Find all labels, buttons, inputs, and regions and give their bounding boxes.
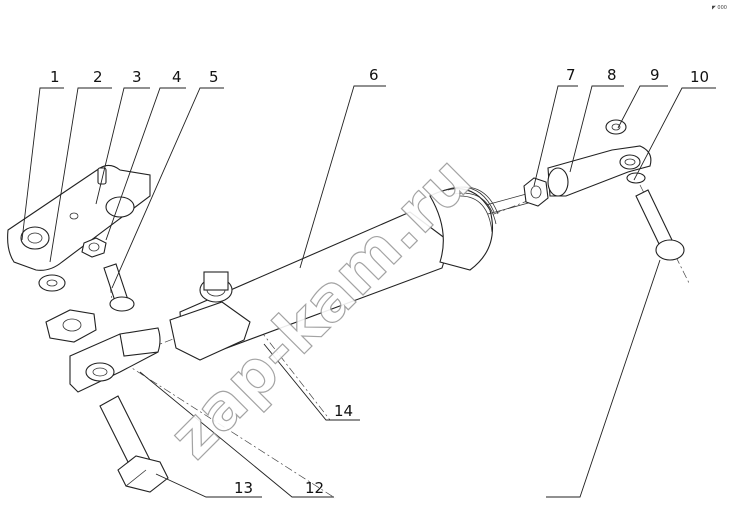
callout-12: 12: [305, 479, 324, 497]
callout-8: 8: [607, 66, 617, 84]
callout-2: 2: [93, 68, 103, 86]
callout-4: 4: [172, 68, 182, 86]
callout-5: 5: [209, 68, 219, 86]
part-13-bolt: [99, 395, 169, 493]
callout-1: 1: [50, 68, 60, 86]
callout-labels: 1 2 3 4 5 6 7 8 9 10 14 13 12: [50, 66, 709, 497]
callout-6: 6: [369, 66, 379, 84]
part-9-clip: [605, 119, 627, 135]
callout-7: 7: [566, 66, 576, 84]
part-1-bracket: [7, 164, 151, 292]
part-8-rod-end: [547, 145, 652, 197]
callout-leaders: [21, 85, 716, 498]
part-nut-lower: [45, 309, 97, 343]
part-10-pin: [626, 172, 685, 261]
part-7-nut: [523, 177, 549, 207]
callout-10: 10: [690, 68, 709, 86]
callout-14: 14: [334, 402, 353, 420]
part-fork-end: [69, 327, 161, 393]
callout-13: 13: [234, 479, 253, 497]
corner-mark: ◤ 000: [712, 5, 727, 11]
part-6-cylinder: [169, 186, 533, 361]
callout-9: 9: [650, 66, 660, 84]
part-4-nut: [81, 237, 107, 258]
callout-3: 3: [132, 68, 142, 86]
part-3-pin: [97, 167, 107, 185]
part-5-pin: [103, 263, 135, 312]
